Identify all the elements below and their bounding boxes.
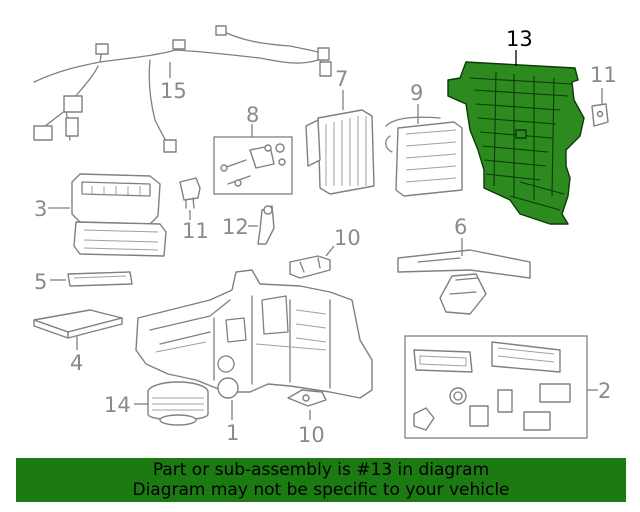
callout-3: 3 (34, 197, 47, 221)
callout-6: 6 (454, 215, 467, 239)
callout-10-upper: 10 (334, 226, 361, 250)
plenum-part-3[interactable] (48, 173, 167, 257)
banner-line-1: Part or sub-assembly is #13 in diagram (152, 460, 490, 480)
hardware-kit-part-8[interactable] (213, 124, 293, 195)
clip-part-11-right[interactable] (591, 88, 609, 127)
callout-4: 4 (70, 351, 83, 375)
callout-11-left: 11 (182, 219, 209, 243)
callout-8: 8 (246, 103, 259, 127)
housing-part-13-highlighted[interactable] (447, 50, 585, 225)
seal-part-5[interactable] (50, 271, 133, 287)
banner-line-2: Diagram may not be specific to your vehi… (132, 480, 510, 500)
callout-10-lower: 10 (298, 423, 325, 447)
wiring-harness-part-15[interactable] (33, 25, 332, 153)
callout-15: 15 (160, 79, 187, 103)
callout-12: 12 (222, 215, 249, 239)
callout-1: 1 (226, 421, 239, 445)
callout-14: 14 (104, 393, 131, 417)
parts-diagram: 15 3 11 8 7 (33, 25, 617, 447)
bracket-part-10-lower[interactable] (287, 389, 327, 420)
filter-part-4[interactable] (33, 309, 123, 350)
callout-5: 5 (34, 270, 47, 294)
callout-7: 7 (335, 67, 348, 91)
callout-2: 2 (598, 379, 611, 403)
seal-kit-part-2[interactable] (404, 335, 598, 439)
blower-motor-part-14[interactable] (134, 381, 209, 426)
hvac-housing-part-1[interactable] (135, 269, 373, 420)
callout-9: 9 (410, 81, 423, 105)
sensor-part-12[interactable] (248, 205, 275, 245)
sensor-part-11-left[interactable] (179, 177, 201, 220)
evaporator-part-7[interactable] (305, 90, 375, 195)
info-banner: Part or sub-assembly is #13 in diagram D… (16, 458, 626, 502)
callout-11-right: 11 (590, 63, 617, 87)
heater-core-part-9[interactable] (385, 104, 463, 197)
bracket-part-10-upper[interactable] (289, 245, 335, 279)
callout-13: 13 (506, 27, 533, 51)
duct-part-6[interactable] (397, 238, 531, 315)
